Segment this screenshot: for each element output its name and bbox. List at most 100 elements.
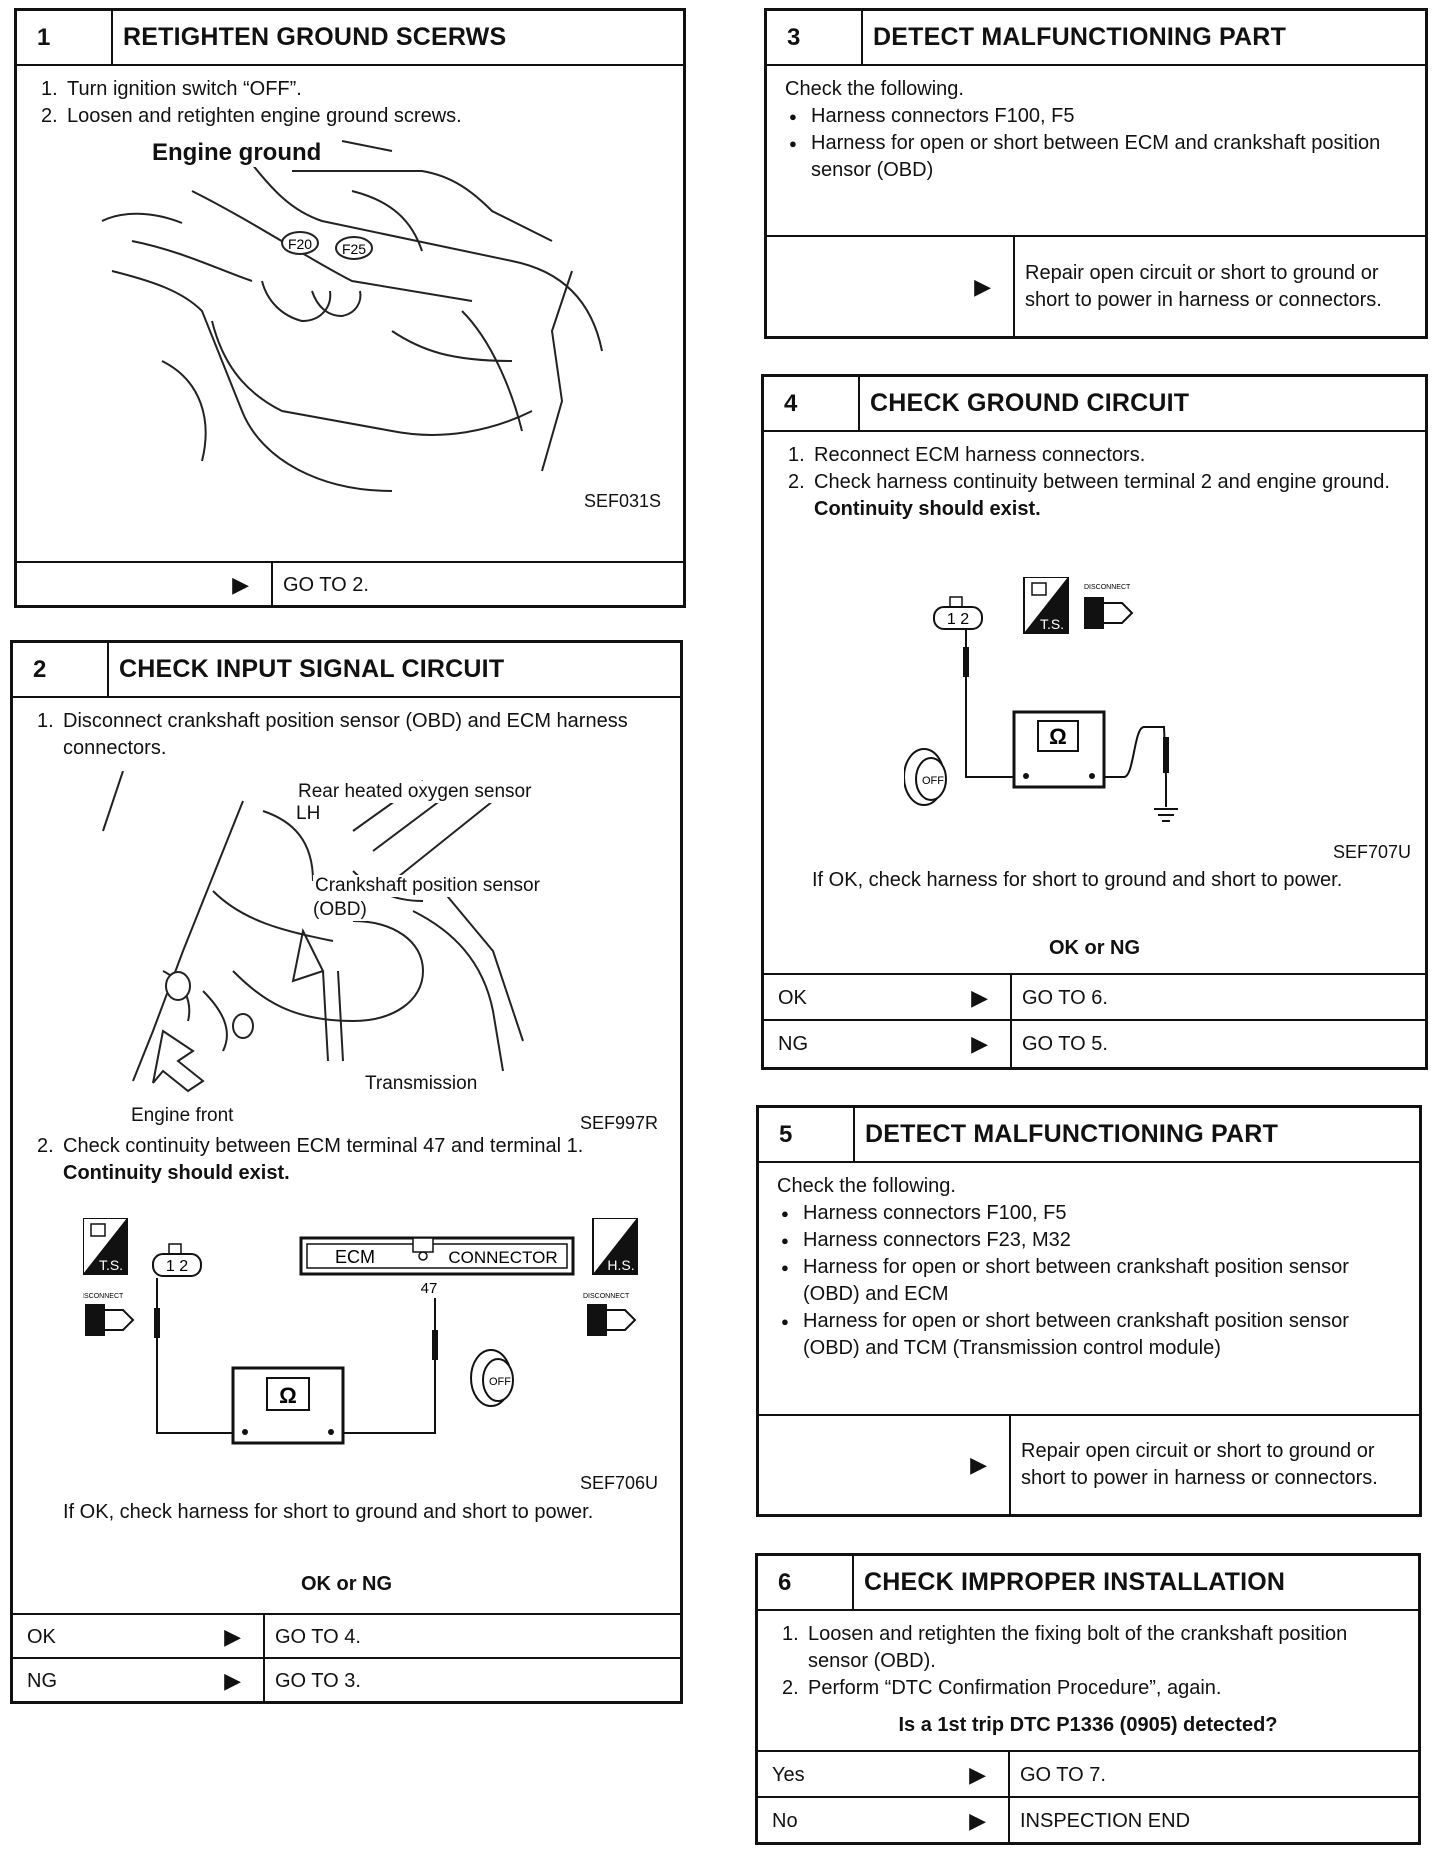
- hs-label: H.S.: [607, 1257, 634, 1273]
- step-title: RETIGHTEN GROUND SCERWS: [123, 23, 507, 51]
- continuity-note: Continuity should exist.: [814, 498, 1041, 520]
- instruction-1: 1.Reconnect ECM harness connectors.: [788, 444, 1146, 466]
- ignition-off-icon: OFF: [489, 1376, 511, 1388]
- label-engine-front: Engine front: [131, 1105, 234, 1127]
- instruction-2: 2.Check harness continuity between termi…: [788, 471, 1390, 493]
- step-5-header: 5 DETECT MALFUNCTIONING PART: [759, 1108, 1419, 1163]
- ignition-off-icon: OFF: [922, 775, 944, 787]
- arrow-icon: ▶: [224, 1668, 241, 1693]
- step-title: CHECK INPUT SIGNAL CIRCUIT: [119, 655, 505, 683]
- step-number: 4: [764, 377, 860, 430]
- arrow-icon: ▶: [971, 985, 988, 1010]
- instruction-1: 1.Disconnect crankshaft position sensor …: [37, 710, 628, 759]
- step-title: CHECK IMPROPER INSTALLATION: [864, 1568, 1286, 1596]
- instruction-1: 1.Turn ignition switch “OFF”.: [41, 78, 302, 100]
- arrow-icon: ▶: [224, 1624, 241, 1649]
- check-item: Harness for open or short between cranks…: [777, 1254, 1403, 1308]
- disconnect-label-2: DISCONNECT: [583, 1293, 630, 1300]
- ohm-icon: Ω: [1049, 724, 1067, 749]
- connector-tag-f20: F20: [288, 236, 312, 252]
- repair-action: Repair open circuit or short to ground o…: [1021, 1440, 1378, 1489]
- repair-action: Repair open circuit or short to ground o…: [1025, 261, 1382, 311]
- ohm-icon: Ω: [279, 1383, 297, 1408]
- ts-label: T.S.: [99, 1257, 123, 1273]
- step-number: 5: [759, 1108, 855, 1161]
- step-number: 2: [13, 643, 109, 696]
- repair-row[interactable]: ▶ Repair open circuit or short to ground…: [759, 1414, 1419, 1514]
- label-obd: (OBD): [313, 899, 367, 921]
- continuity-test-diagram: T.S. 1 2 DISCONNECT ECM CONNECTOR 47 H.S…: [83, 1218, 638, 1445]
- step-3-box: 3 DETECT MALFUNCTIONING PART Check the f…: [764, 8, 1428, 339]
- step-number: 1: [17, 11, 113, 64]
- connector-pins: 1 2: [947, 611, 969, 628]
- disconnect-label: DISCONNECT: [83, 1293, 124, 1300]
- instruction-2: 2.Check continuity between ECM terminal …: [37, 1135, 584, 1157]
- instruction-2: 2.Perform “DTC Confirmation Procedure”, …: [782, 1677, 1222, 1699]
- figure-ref: SEF997R: [579, 1113, 658, 1133]
- step-2-header: 2 CHECK INPUT SIGNAL CIRCUIT: [13, 643, 680, 698]
- connector-pins: 1 2: [166, 1258, 188, 1275]
- decision-row-ok[interactable]: OK▶ GO TO 6.: [764, 973, 1425, 1021]
- step-1-header: 1 RETIGHTEN GROUND SCERWS: [17, 11, 683, 66]
- ecm-label: ECM: [335, 1247, 375, 1267]
- step-number: 3: [767, 11, 863, 64]
- arrow-icon: ▶: [969, 1762, 986, 1787]
- engine-ground-label: Engine ground: [149, 139, 325, 167]
- crankshaft-sensor-illustration: [102, 771, 524, 1093]
- step-4-header: 4 CHECK GROUND CIRCUIT: [764, 377, 1425, 432]
- ok-or-ng-heading: OK or NG: [300, 1573, 393, 1595]
- decision-question: Is a 1st trip DTC P1336 (0905) detected?: [898, 1714, 1278, 1736]
- arrow-icon: ▶: [969, 1808, 986, 1833]
- engine-ground-illustration: F20 F25: [101, 140, 603, 492]
- step-3-header: 3 DETECT MALFUNCTIONING PART: [767, 11, 1425, 66]
- step-5-box: 5 DETECT MALFUNCTIONING PART Check the f…: [756, 1105, 1422, 1517]
- figure-ref: SEF707U: [1332, 842, 1411, 862]
- step-4-box: 4 CHECK GROUND CIRCUIT 1.Reconnect ECM h…: [761, 374, 1428, 1070]
- step-title: CHECK GROUND CIRCUIT: [870, 389, 1190, 417]
- terminal-47: 47: [421, 1280, 438, 1297]
- ground-continuity-diagram: T.S. DISCONNECT 1 2 Ω OFF: [904, 577, 1178, 822]
- continuity-note: Continuity should exist.: [63, 1162, 290, 1184]
- label-lh: LH: [296, 803, 321, 825]
- decision-row-no[interactable]: No▶ INSPECTION END: [758, 1796, 1418, 1844]
- check-item: Harness for open or short between ECM an…: [785, 130, 1411, 184]
- arrow-icon: ▶: [970, 1452, 987, 1477]
- repair-row[interactable]: ▶ Repair open circuit or short to ground…: [767, 235, 1425, 336]
- step-number: 6: [758, 1556, 854, 1609]
- step-6-header: 6 CHECK IMPROPER INSTALLATION: [758, 1556, 1418, 1611]
- check-item: Harness connectors F100, F5: [785, 103, 1411, 130]
- check-intro: Check the following.: [777, 1175, 956, 1197]
- check-item: Harness for open or short between cranks…: [777, 1308, 1403, 1362]
- step-6-box: 6 CHECK IMPROPER INSTALLATION 1.Loosen a…: [755, 1553, 1421, 1845]
- decision-row-ng[interactable]: NG▶ GO TO 3.: [13, 1657, 680, 1703]
- if-ok-note: If OK, check harness for short to ground…: [63, 1501, 594, 1523]
- connector-label: CONNECTOR: [448, 1248, 557, 1267]
- connector-tag-f25: F25: [342, 241, 366, 257]
- goto-row[interactable]: ▶ GO TO 2.: [17, 561, 683, 607]
- step-title: DETECT MALFUNCTIONING PART: [865, 1120, 1279, 1148]
- step-1-box: 1 RETIGHTEN GROUND SCERWS 1.Turn ignitio…: [14, 8, 686, 608]
- label-crankshaft-position-sensor: Crankshaft position sensor: [313, 875, 542, 897]
- label-rear-heated-o2-sensor: Rear heated oxygen sensor: [296, 781, 534, 803]
- figure-ref-2: SEF706U: [579, 1473, 658, 1493]
- arrow-icon: ▶: [971, 1031, 988, 1056]
- arrow-icon: ▶: [974, 273, 991, 299]
- if-ok-note: If OK, check harness for short to ground…: [812, 869, 1343, 891]
- label-transmission: Transmission: [365, 1073, 478, 1095]
- check-item: Harness connectors F23, M32: [777, 1227, 1405, 1254]
- step-2-box: 2 CHECK INPUT SIGNAL CIRCUIT 1.Disconnec…: [10, 640, 683, 1704]
- decision-row-yes[interactable]: Yes▶ GO TO 7.: [758, 1750, 1418, 1798]
- instruction-2: 2.Loosen and retighten engine ground scr…: [41, 105, 462, 127]
- ts-label: T.S.: [1040, 616, 1064, 632]
- disconnect-label: DISCONNECT: [1084, 584, 1131, 591]
- check-intro: Check the following.: [785, 78, 964, 100]
- instruction-1: 1.Loosen and retighten the fixing bolt o…: [782, 1623, 1348, 1672]
- arrow-icon: ▶: [232, 572, 249, 597]
- goto-action: GO TO 2.: [283, 573, 369, 596]
- decision-row-ng[interactable]: NG▶ GO TO 5.: [764, 1019, 1425, 1067]
- decision-row-ok[interactable]: OK▶ GO TO 4.: [13, 1613, 680, 1659]
- check-item: Harness connectors F100, F5: [777, 1200, 1405, 1227]
- step-title: DETECT MALFUNCTIONING PART: [873, 23, 1287, 51]
- figure-ref: SEF031S: [583, 491, 661, 511]
- ok-or-ng-heading: OK or NG: [1048, 937, 1141, 959]
